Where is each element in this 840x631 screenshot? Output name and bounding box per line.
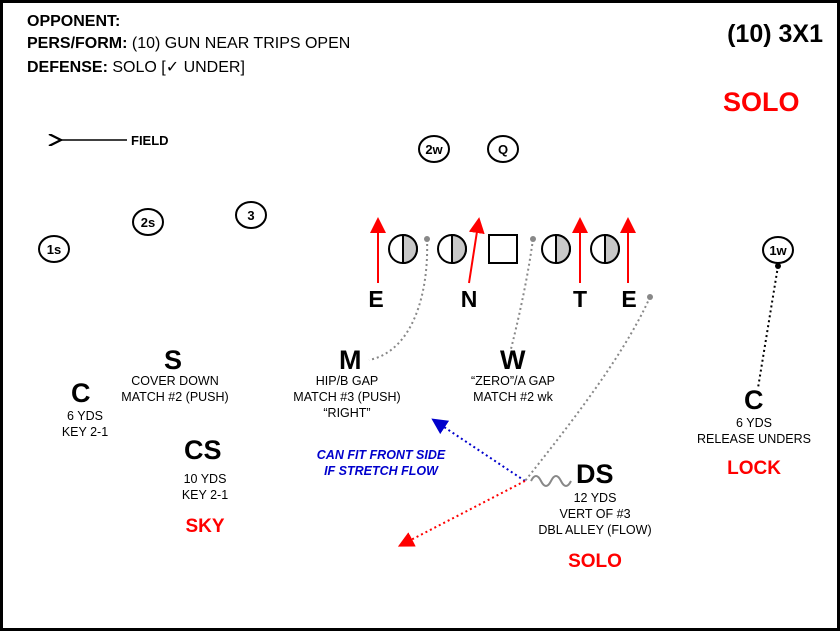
w-notes: “ZERO”/A GAP MATCH #2 wk (471, 373, 555, 405)
center-square (488, 234, 518, 264)
route-3-to-m (368, 238, 429, 361)
dl-nose: N (461, 286, 478, 312)
field-label: FIELD (131, 133, 169, 148)
m-notes: HIP/B GAP MATCH #3 (PUSH) “RIGHT” (293, 373, 400, 421)
gray-routes (368, 238, 651, 482)
note-line: KEY 2-1 (61, 425, 109, 439)
player-c-left: C (71, 378, 91, 408)
lineman-right-guard (541, 233, 571, 265)
receiver-label: 1s (47, 242, 61, 257)
note-line: MATCH #2 (PUSH) (121, 390, 229, 404)
note-line: DBL ALLEY (FLOW) (538, 523, 652, 537)
player-s: S (164, 345, 183, 375)
player-w: W (500, 345, 526, 375)
blue-fit-arrow (431, 418, 526, 482)
note-line: “RIGHT” (323, 406, 371, 420)
offensive-line (388, 233, 620, 265)
route-1w-release (757, 263, 781, 389)
dl-end-left: E (368, 286, 383, 312)
receiver-2s: 2s (132, 208, 164, 236)
receiver-label: Q (498, 142, 508, 157)
note-line: HIP/B GAP (315, 374, 379, 388)
receiver-label: 2w (425, 142, 443, 157)
player-c-right: C (744, 385, 764, 415)
cs-call-sky: SKY (185, 516, 225, 537)
field-direction-arrow: FIELD (61, 133, 169, 148)
c-right-notes: 6 YDS RELEASE UNDERS (697, 415, 811, 447)
ds-notes: 12 YDS VERT OF #3 DBL ALLEY (FLOW) (538, 490, 651, 538)
s-notes: COVER DOWN MATCH #2 (PUSH) (121, 373, 228, 405)
opponent-label: OPPONENT: (27, 13, 121, 30)
receiver-1s: 1s (38, 235, 70, 263)
d-line-arrows (370, 217, 636, 284)
note-line: 6 YDS (67, 409, 103, 423)
note-line: IF STRETCH FLOW (324, 464, 438, 478)
field-drawing: FIELD 1s 2s 3 2w Q 1w (38, 133, 794, 547)
player-m: M (339, 345, 362, 375)
personnel-value: (10) GUN NEAR TRIPS OPEN (131, 35, 351, 52)
note-line: 6 YDS (736, 416, 772, 430)
personnel-label: PERS/FORM: (27, 35, 128, 52)
dl-tackle: T (573, 286, 587, 312)
note-line: 12 YDS (573, 491, 617, 505)
red-alley-arrow (397, 480, 526, 547)
receiver-label: 2s (141, 215, 155, 230)
c-right-call-lock: LOCK (727, 458, 781, 479)
note-line: “ZERO”/A GAP (470, 374, 556, 388)
defense-line: DEFENSE: SOLO [✓ UNDER] (27, 57, 245, 77)
player-cs: CS (184, 435, 222, 465)
formation-title: (10) 3X1 (727, 20, 823, 48)
receiver-label: 3 (247, 208, 254, 223)
note-line: RELEASE UNDERS (697, 432, 811, 446)
note-line: MATCH #3 (PUSH) (293, 390, 401, 404)
lineman-right-tackle (590, 233, 620, 265)
stretch-flow-note: CAN FIT FRONT SIDE IF STRETCH FLOW (317, 447, 445, 479)
note-line: 10 YDS (183, 472, 227, 486)
personnel-line: PERS/FORM: (10) GUN NEAR TRIPS OPEN (27, 35, 350, 53)
route-te-to-ds (524, 296, 651, 482)
call-title: SOLO (723, 87, 800, 117)
note-line: MATCH #2 wk (473, 390, 553, 404)
defense-label: DEFENSE: (27, 59, 108, 76)
cs-notes: 10 YDS KEY 2-1 (182, 471, 228, 503)
receiver-1w: 1w (762, 236, 794, 264)
c-left-notes: 6 YDS KEY 2-1 (62, 408, 108, 440)
note-line: KEY 2-1 (181, 488, 229, 502)
lineman-left-guard (437, 233, 467, 265)
dl-end-right: E (621, 286, 636, 312)
receiver-label: 1w (769, 243, 787, 258)
note-line: COVER DOWN (131, 374, 219, 388)
note-line: VERT OF #3 (559, 507, 631, 521)
ds-call-solo: SOLO (568, 551, 622, 572)
defense-value: SOLO [✓ UNDER] (112, 59, 245, 76)
opponent-line: OPPONENT: (27, 13, 120, 31)
player-ds: DS (576, 459, 614, 489)
lineman-left-tackle (388, 233, 418, 265)
receiver-3: 3 (235, 201, 267, 229)
quarterback: Q (487, 135, 519, 163)
receiver-2w: 2w (418, 135, 450, 163)
ds-motion-squiggle (530, 475, 572, 487)
note-line: CAN FIT FRONT SIDE (316, 448, 446, 462)
